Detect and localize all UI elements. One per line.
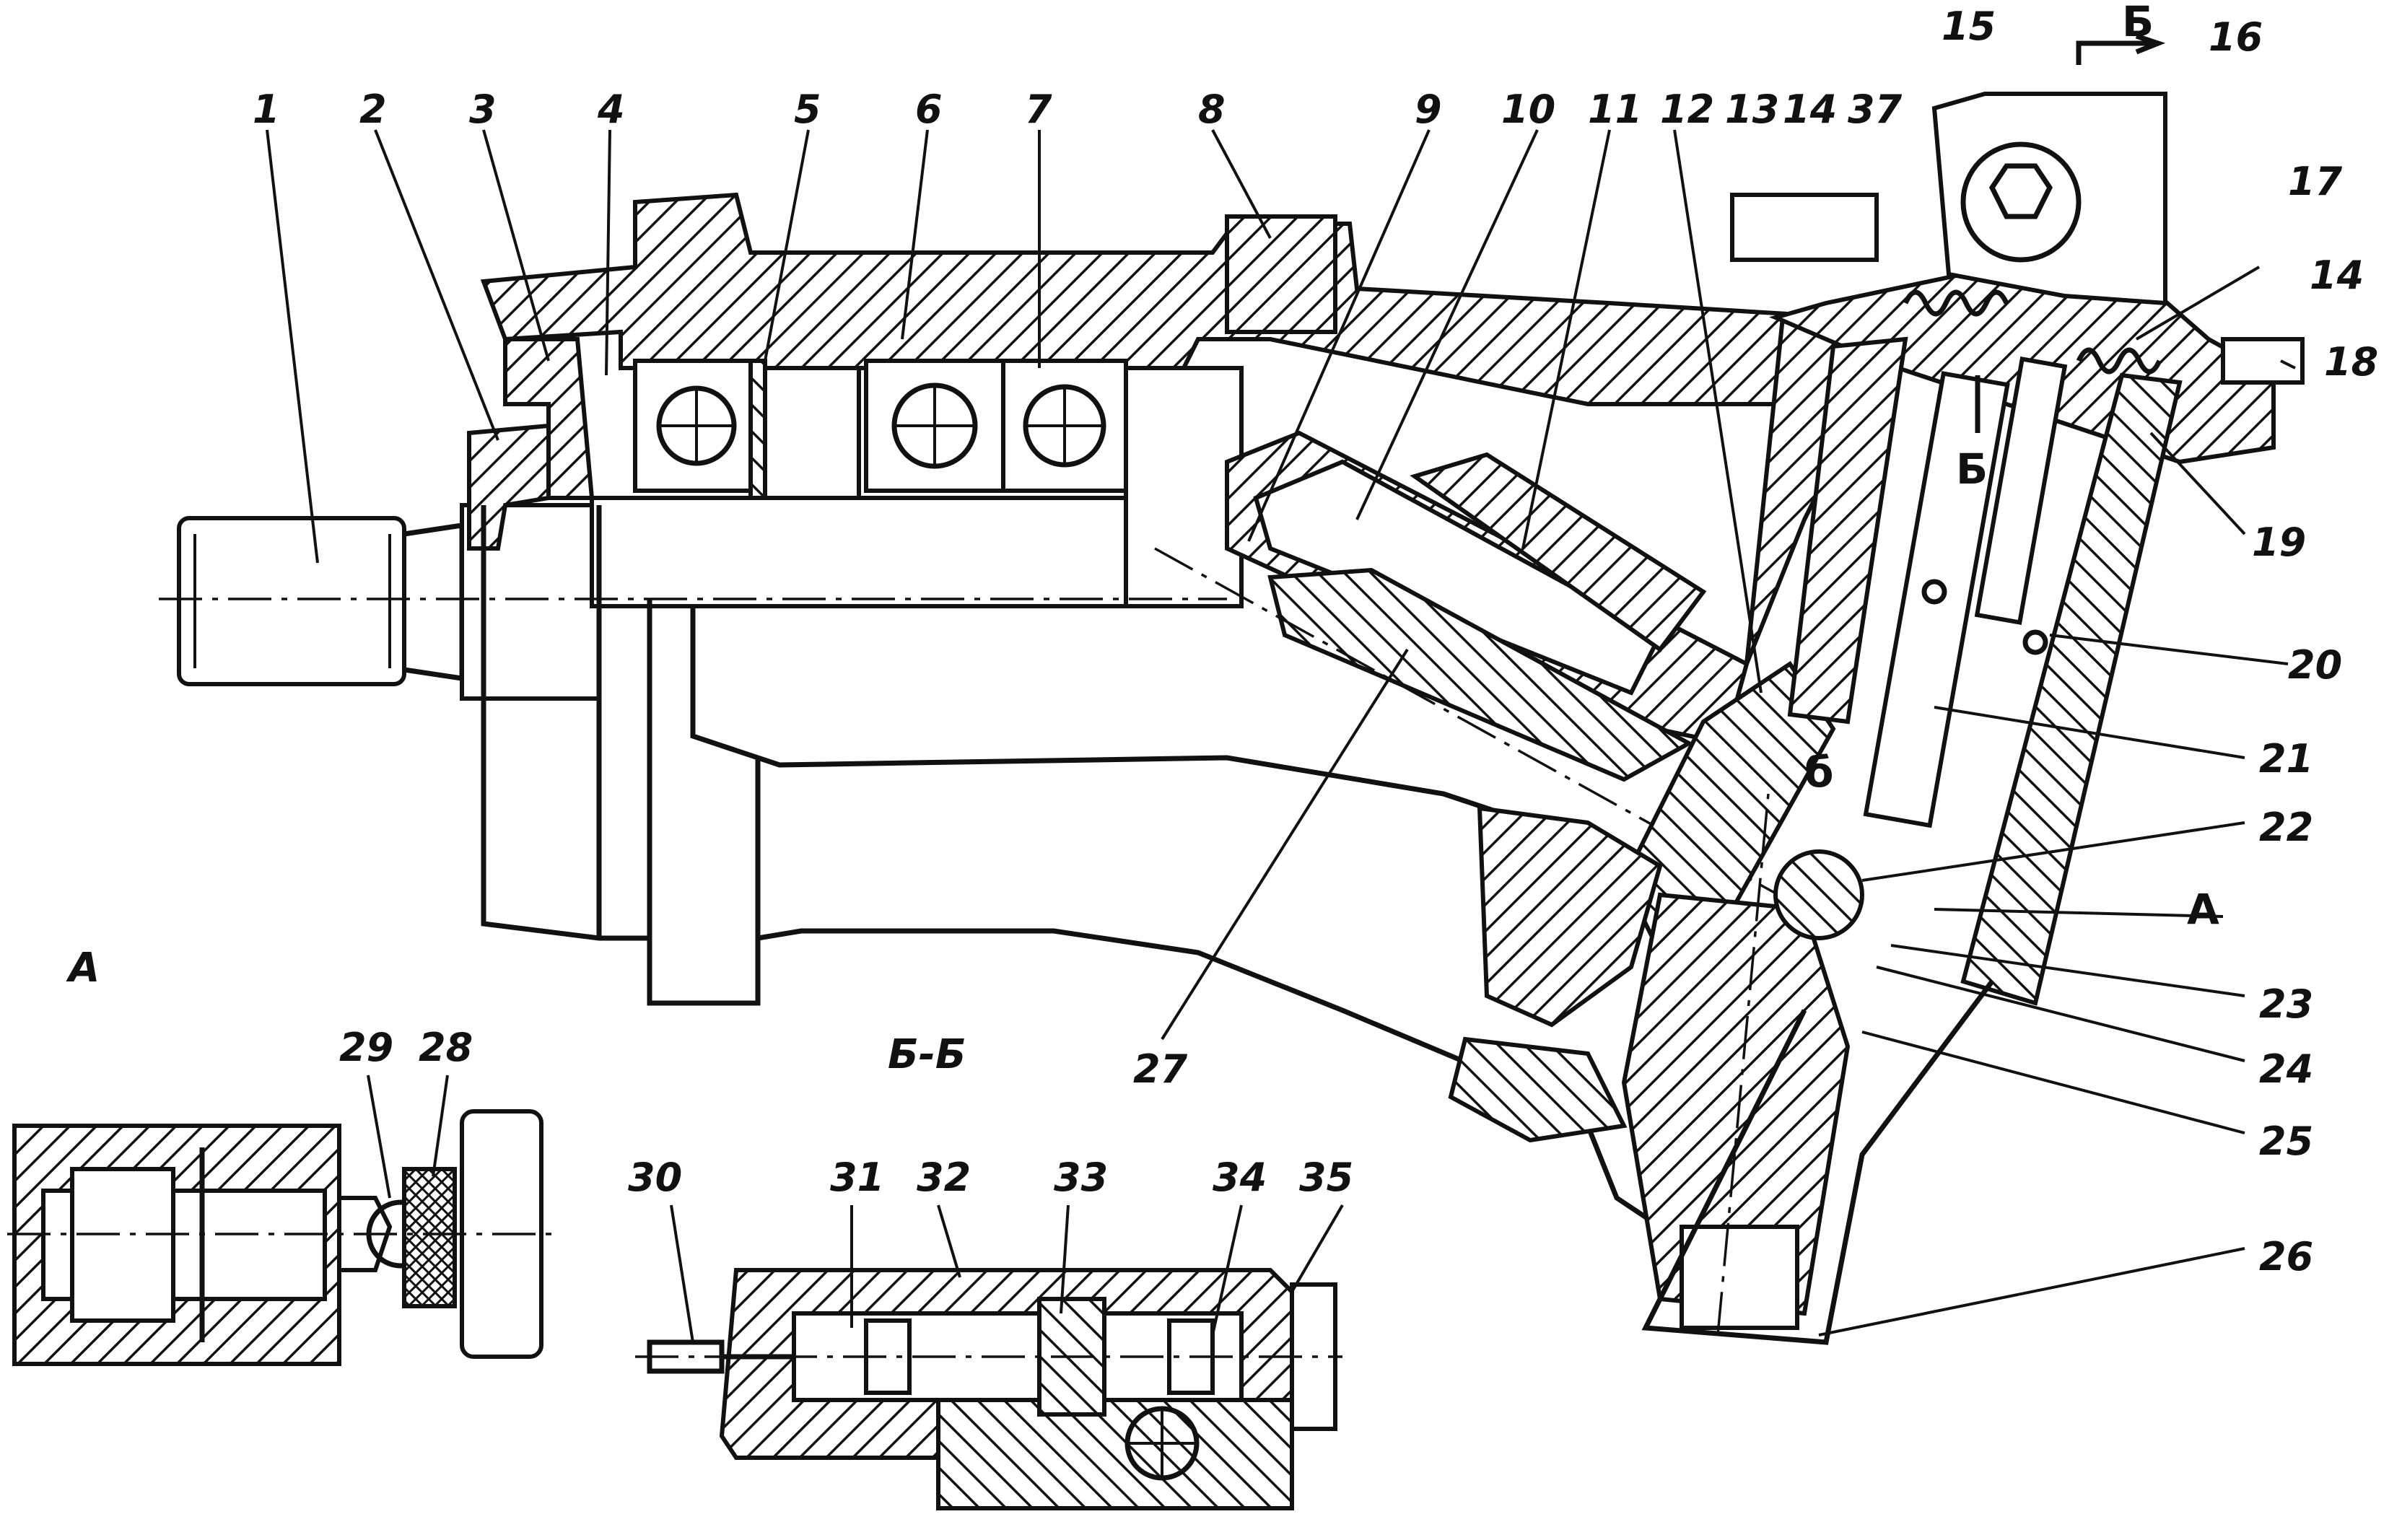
shaft-spline-end xyxy=(177,516,406,686)
section-b-b xyxy=(635,1268,1342,1510)
label-part-23: 23 xyxy=(2259,981,2313,1027)
distributor-head xyxy=(1448,307,1895,1336)
label-part-7: 7 xyxy=(1025,87,1052,132)
section-markers xyxy=(1934,33,2224,918)
detail-view-a xyxy=(7,1109,556,1366)
label-part-20: 20 xyxy=(2288,642,2342,688)
label-part-16: 16 xyxy=(2209,14,2263,60)
label-part-34: 34 xyxy=(1213,1155,1267,1200)
section-bb-title: Б-Б xyxy=(888,1031,966,1078)
label-part-37: 37 xyxy=(1848,87,1903,132)
label-part-25: 25 xyxy=(2259,1119,2313,1164)
label-part-12: 12 xyxy=(1660,87,1714,132)
label-part-8: 8 xyxy=(1198,87,1226,132)
label-part-11: 11 xyxy=(1588,87,1642,132)
label-part-30: 30 xyxy=(628,1155,682,1200)
section-view-labels: Б Б б А А Б-Б xyxy=(66,0,2219,1078)
bearing-group xyxy=(633,359,1244,608)
label-part-17: 17 xyxy=(2288,159,2343,204)
part-number-labels: 1 2 3 4 5 6 7 8 9 10 11 12 13 14 37 15 1… xyxy=(253,4,2378,1279)
label-part-15: 15 xyxy=(1942,4,1996,49)
adjusting-screw-head xyxy=(1960,141,2082,263)
main-assembly-section xyxy=(159,92,2305,1345)
label-part-21: 21 xyxy=(2259,736,2313,782)
label-part-10: 10 xyxy=(1501,87,1555,132)
control-valve-assembly xyxy=(1730,92,2305,1006)
label-part-19: 19 xyxy=(2252,520,2306,565)
leader-lines xyxy=(266,129,2296,1343)
label-part-35: 35 xyxy=(1299,1155,1353,1200)
label-part-33: 33 xyxy=(1054,1155,1108,1200)
label-part-27: 27 xyxy=(1133,1046,1188,1092)
section-b-mid-label: Б xyxy=(1956,445,1988,494)
label-part-4: 4 xyxy=(597,87,625,132)
label-part-3: 3 xyxy=(469,87,497,132)
label-part-29: 29 xyxy=(339,1025,393,1070)
section-b-inner-label: б xyxy=(1804,748,1834,797)
valve-ball xyxy=(1773,849,1864,940)
label-part-32: 32 xyxy=(917,1155,971,1200)
label-part-31: 31 xyxy=(830,1155,884,1200)
section-b-top-label: Б xyxy=(2122,0,2154,46)
label-part-28: 28 xyxy=(419,1025,473,1070)
view-a-title: А xyxy=(66,945,100,992)
label-part-13: 13 xyxy=(1725,87,1779,132)
seal-housing xyxy=(503,337,595,500)
view-a-arrow-label: А xyxy=(2187,885,2219,934)
label-part-1: 1 xyxy=(253,87,280,132)
label-part-18: 18 xyxy=(2324,339,2378,385)
label-part-9: 9 xyxy=(1415,87,1442,132)
label-part-22: 22 xyxy=(2259,805,2313,850)
label-part-5: 5 xyxy=(794,87,821,132)
label-part-26: 26 xyxy=(2259,1234,2313,1279)
label-part-14-right: 14 xyxy=(2310,253,2364,298)
drain-plug xyxy=(1225,214,1337,334)
label-part-24: 24 xyxy=(2259,1046,2313,1092)
label-part-2: 2 xyxy=(359,87,387,132)
label-part-6: 6 xyxy=(915,87,943,132)
filter-element xyxy=(402,1167,457,1308)
label-part-14-left: 14 xyxy=(1783,87,1837,132)
